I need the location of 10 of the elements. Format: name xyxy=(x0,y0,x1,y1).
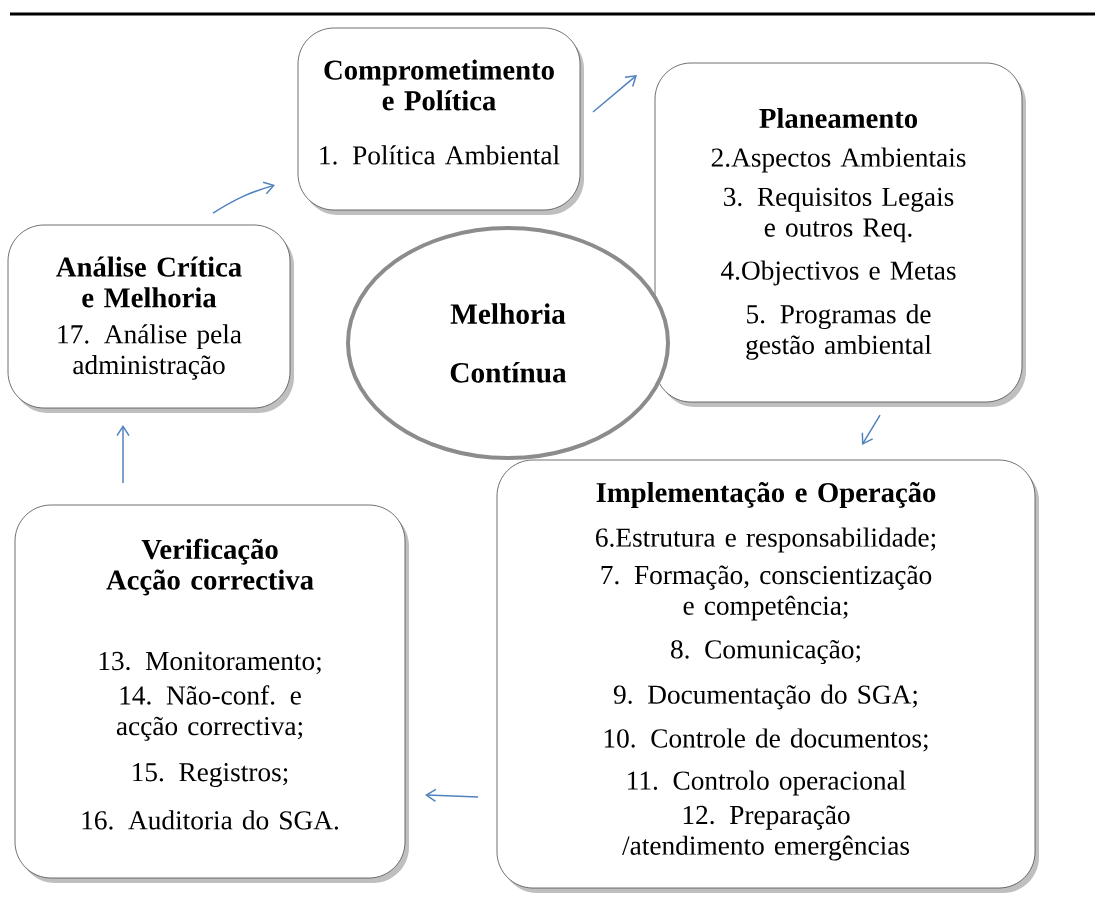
stage-box: Análise Crítica e Melhoria 17. Análise pela administração xyxy=(7,224,294,413)
stage-box: Implementação e Operação 6.Estrutura e responsabilidade; 7. Formação, conscientização e competência; 8. Comunicação; 9. Documentação do SGA; 10. Controle de documentos; 11. Controlo operacional 12. Preparação /atendimento emergências xyxy=(496,459,1039,893)
stage-box: Planeamento 2.Aspectos Ambientais 3. Requisitos Legais e outros Req. 4.Objectivos e Metas 5. Programas de gestão ambiental xyxy=(654,62,1026,407)
arrow xyxy=(861,414,881,445)
arrow xyxy=(116,425,130,484)
stage-box: Verificação Acção correctiva 13. Monitoramento; 14. Não-conf. e acção correctiva; 15. Registros; 16. Auditoria do SGA. xyxy=(14,504,409,883)
arrow xyxy=(425,788,479,803)
stage-box: Comprometimento e Política 1. Política Ambiental xyxy=(297,27,584,215)
arrow xyxy=(592,75,637,113)
arrow xyxy=(212,181,275,214)
